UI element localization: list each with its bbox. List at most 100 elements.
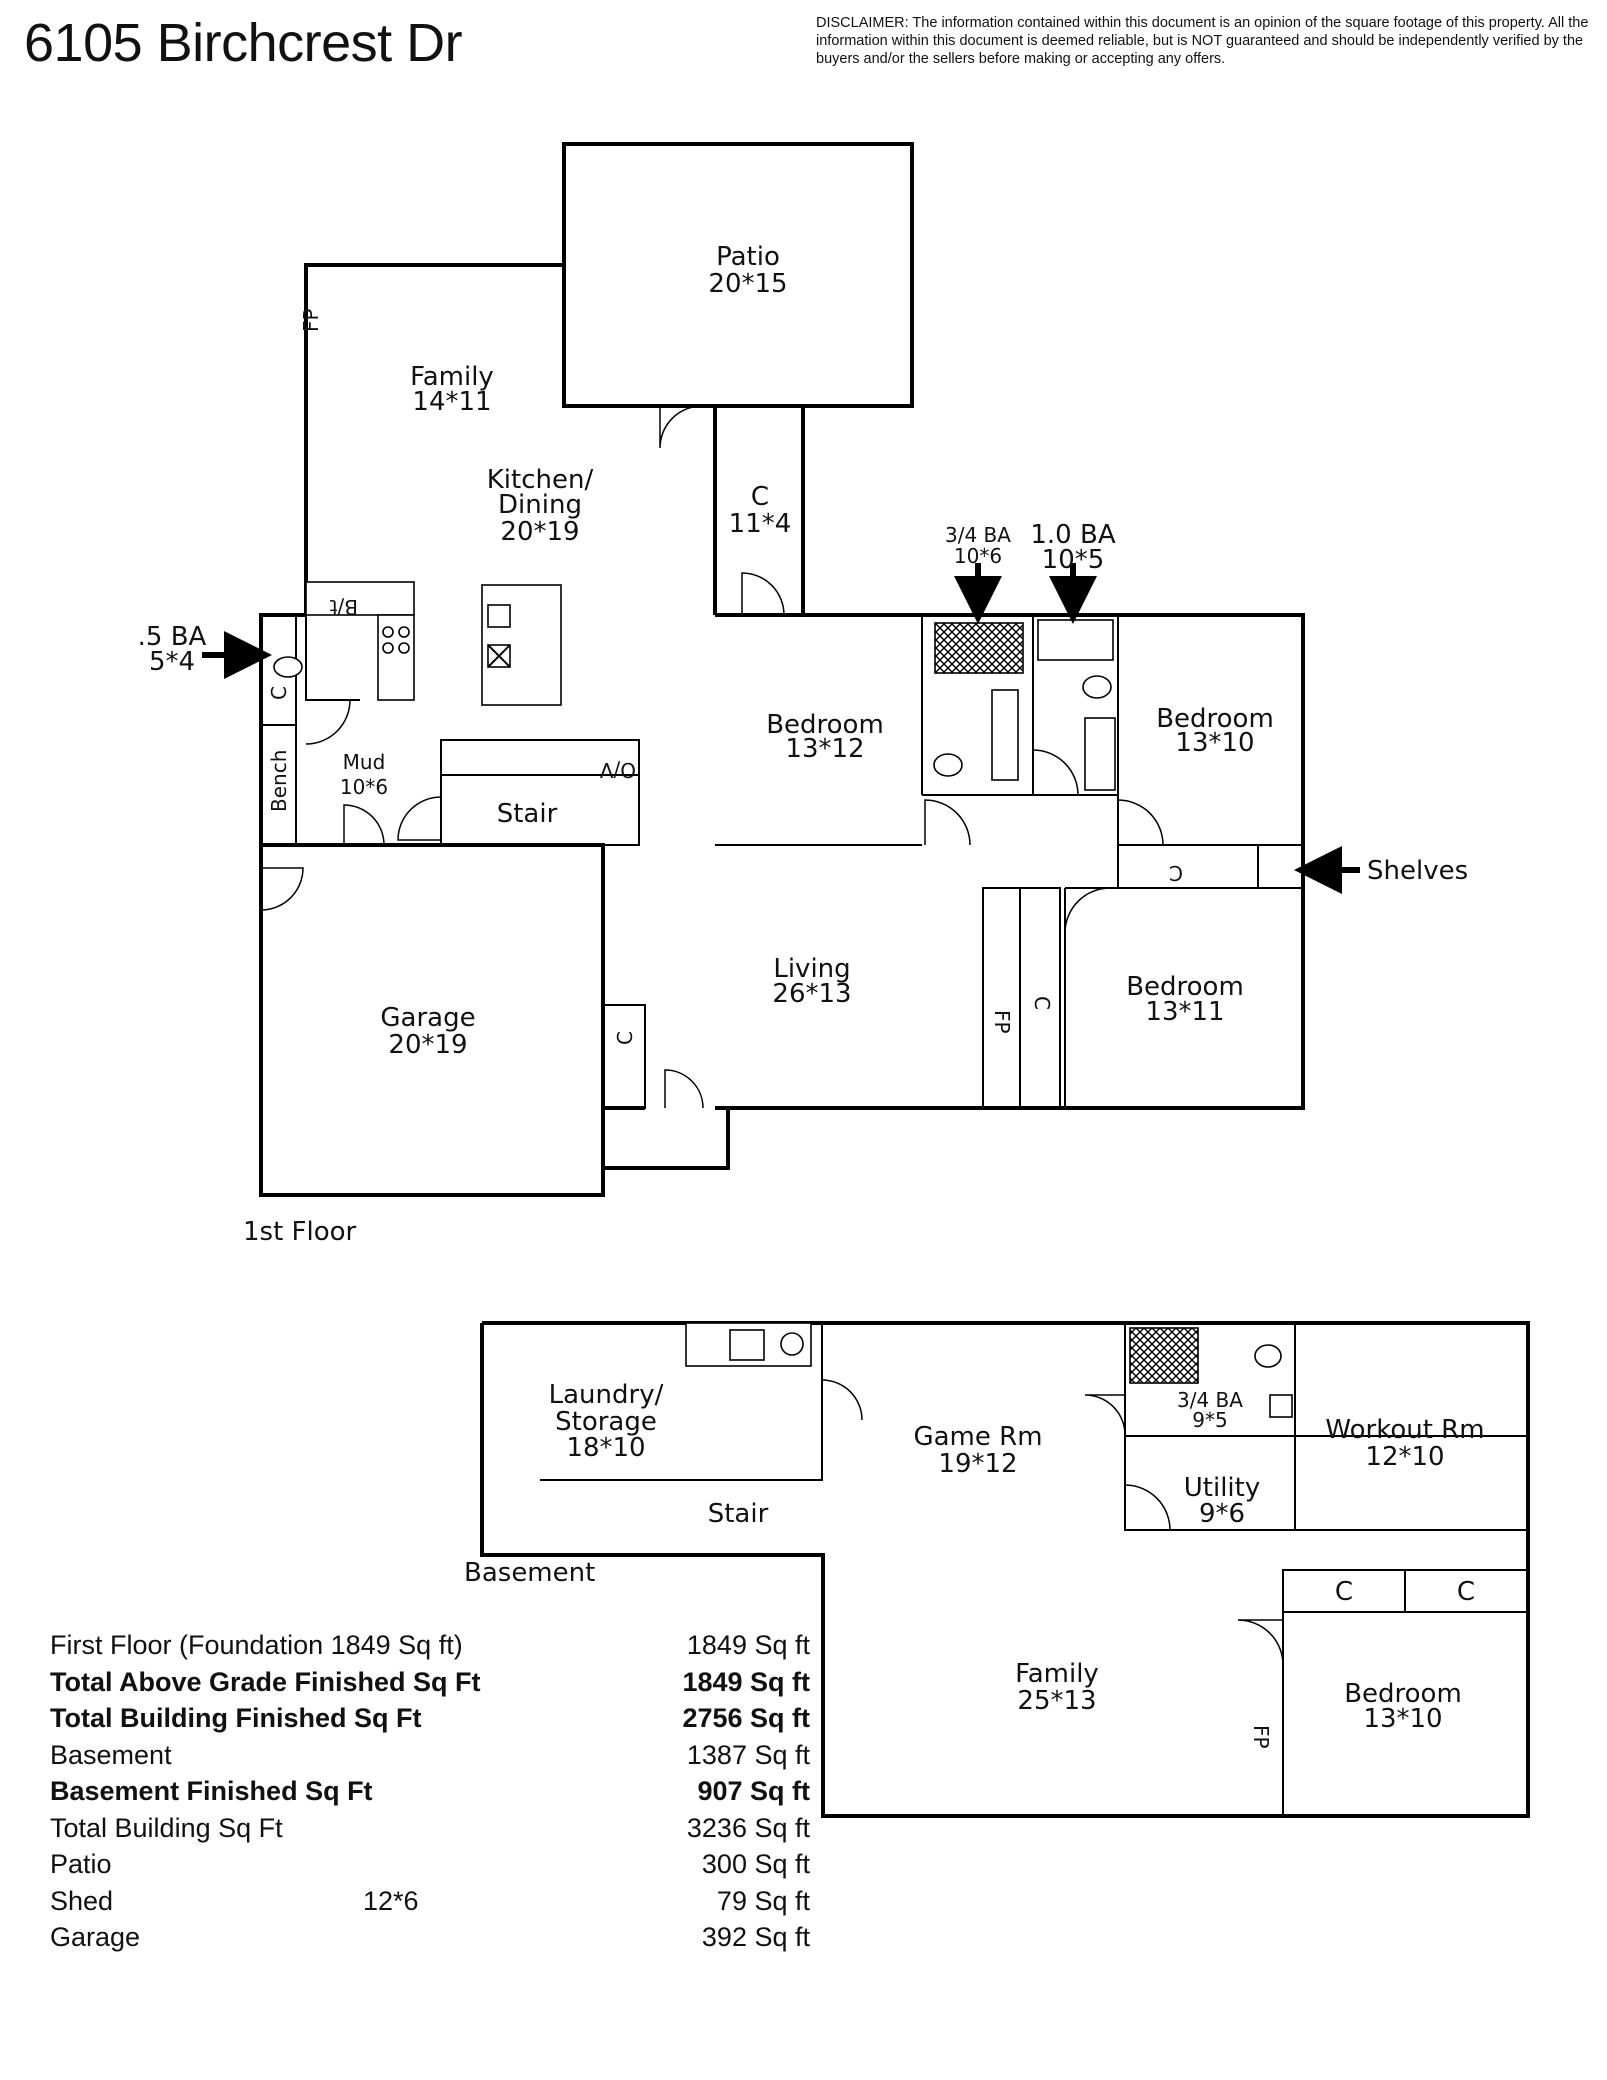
summary-value: 300 Sq ft bbox=[701, 1849, 810, 1879]
summary-row: Basement 1387 Sq ft bbox=[50, 1740, 810, 1777]
basement-fp-label: FP bbox=[1249, 1725, 1273, 1749]
ba10-name: 1.0 BA bbox=[1030, 520, 1115, 550]
bit-label: B/t bbox=[330, 595, 358, 619]
patio-dims: 20*15 bbox=[708, 269, 787, 299]
basement-c-label-1: C bbox=[1335, 1577, 1353, 1607]
fp-closet-block bbox=[982, 887, 1061, 1109]
basement-sink bbox=[1269, 1394, 1293, 1418]
ba10-vanity bbox=[1084, 717, 1116, 791]
summary-value: 1387 Sq ft bbox=[686, 1739, 810, 1770]
ba10-dims: 10*5 bbox=[1042, 545, 1105, 575]
summary-row: First Floor (Foundation 1849 Sq ft) 1849… bbox=[50, 1630, 810, 1667]
half-bath-name: .5 BA bbox=[138, 622, 207, 652]
bedroom1-name: Bedroom bbox=[766, 710, 884, 740]
shower-tile bbox=[934, 622, 1024, 674]
summary-row: Total Building Sq Ft 3236 Sq ft bbox=[50, 1813, 810, 1850]
hall-closet bbox=[1117, 844, 1304, 889]
utility-dims: 9*6 bbox=[1199, 1499, 1245, 1529]
square-footage-summary: First Floor (Foundation 1849 Sq ft) 1849… bbox=[50, 1630, 810, 1959]
basement-ba-name: 3/4 BA bbox=[1177, 1388, 1243, 1412]
bedroom2-door bbox=[1117, 799, 1164, 846]
island-sink bbox=[487, 604, 511, 628]
closet-door bbox=[741, 572, 785, 616]
summary-label: First Floor (Foundation 1849 Sq ft) bbox=[50, 1630, 463, 1660]
living-dims: 26*13 bbox=[772, 979, 851, 1009]
kitchen-counter-top bbox=[305, 581, 415, 616]
summary-value: 907 Sq ft bbox=[697, 1776, 810, 1806]
half-bath-dims: 5*4 bbox=[149, 647, 195, 677]
bedroom3-name: Bedroom bbox=[1126, 972, 1244, 1002]
kitchen-dims: 20*19 bbox=[500, 517, 579, 547]
basement-c-label-2: C bbox=[1457, 1577, 1475, 1607]
summary-value: 79 Sq ft bbox=[716, 1885, 810, 1916]
summary-value: 392 Sq ft bbox=[701, 1922, 810, 1952]
summary-value: 1849 Sq ft bbox=[682, 1666, 810, 1697]
mud-dims: 10*6 bbox=[340, 775, 388, 799]
utility-name: Utility bbox=[1184, 1473, 1260, 1503]
bedroom2-dims: 13*10 bbox=[1175, 728, 1254, 758]
laundry-dims: 18*10 bbox=[566, 1433, 645, 1463]
basement-bedroom-dims: 13*10 bbox=[1363, 1704, 1442, 1734]
ba10-door bbox=[1032, 749, 1079, 796]
kitchen-name: Kitchen/ bbox=[487, 465, 594, 495]
stair-box bbox=[440, 739, 640, 846]
summary-label: Total Building Sq Ft bbox=[50, 1812, 283, 1843]
summary-row: Patio 300 Sq ft bbox=[50, 1849, 810, 1886]
kitchen-counter-side bbox=[377, 614, 415, 701]
garage-dims: 20*19 bbox=[388, 1030, 467, 1060]
garage-name: Garage bbox=[380, 1003, 475, 1033]
summary-value: 1849 Sq ft bbox=[686, 1630, 810, 1660]
shelves-label: Shelves bbox=[1367, 856, 1468, 886]
summary-extra: 12*6 bbox=[363, 1885, 419, 1916]
closet-name: C bbox=[751, 482, 769, 512]
basement-bath-door bbox=[1084, 1394, 1126, 1436]
c-label-entry: C bbox=[613, 1031, 637, 1045]
half-bath-door bbox=[305, 699, 351, 745]
mud-door bbox=[397, 796, 442, 841]
laundry-sink bbox=[729, 1329, 765, 1361]
patio-name: Patio bbox=[716, 242, 780, 272]
summary-label: Garage bbox=[50, 1922, 141, 1952]
kitchen-name2: Dining bbox=[498, 490, 582, 520]
first-floor-plan: Patio 20*15 Family 14*11 Kitchen/ Dining… bbox=[138, 142, 1468, 1247]
patio-outline bbox=[562, 142, 914, 408]
summary-label: Total Above Grade Finished Sq Ft bbox=[50, 1666, 481, 1697]
ba34-toilet bbox=[933, 753, 963, 777]
workout-dims: 12*10 bbox=[1365, 1442, 1444, 1472]
bedroom-wing-wall bbox=[715, 613, 1305, 1110]
entry-porch bbox=[601, 1108, 730, 1170]
c-label-living: C bbox=[1030, 996, 1054, 1010]
basement-family-dims: 25*13 bbox=[1017, 1686, 1096, 1716]
basement-stair-name: Stair bbox=[708, 1499, 769, 1529]
half-bath-toilet bbox=[273, 656, 303, 678]
basement-family-name: Family bbox=[1015, 1659, 1099, 1689]
c-label-hall: C bbox=[1169, 861, 1183, 885]
bathtub bbox=[1037, 619, 1114, 661]
stair-name: Stair bbox=[497, 799, 558, 829]
family-wall bbox=[304, 263, 564, 615]
living-west-wall bbox=[601, 845, 645, 1110]
bedroom3-door bbox=[1064, 887, 1111, 934]
game-dims: 19*12 bbox=[938, 1449, 1017, 1479]
bedroom1-dims: 13*12 bbox=[785, 734, 864, 764]
basement-toilet bbox=[1254, 1344, 1282, 1368]
bedroom2-name: Bedroom bbox=[1156, 704, 1274, 734]
mud-name: Mud bbox=[343, 750, 386, 774]
basement-label: Basement bbox=[464, 1558, 595, 1588]
garage-outline bbox=[259, 843, 605, 1197]
disclaimer-text: DISCLAIMER: The information contained wi… bbox=[816, 15, 1589, 67]
fp-label-living: FP bbox=[990, 1010, 1014, 1034]
ba34-dims: 10*6 bbox=[954, 544, 1002, 568]
basement-bedroom-door bbox=[1237, 1619, 1284, 1666]
half-bath-partition bbox=[305, 615, 360, 701]
workout-name: Workout Rm bbox=[1325, 1415, 1484, 1445]
basement-outline bbox=[480, 1321, 1530, 1818]
ov-label: O/V bbox=[600, 758, 636, 782]
laundry-name2: Storage bbox=[555, 1407, 657, 1437]
ba34-vanity bbox=[991, 689, 1019, 781]
summary-row: Shed 12*6 79 Sq ft bbox=[50, 1886, 810, 1923]
living-name: Living bbox=[773, 954, 850, 984]
c-label-mud: C bbox=[267, 686, 291, 700]
summary-label: Basement bbox=[50, 1739, 172, 1770]
summary-value: 2756 Sq ft bbox=[682, 1703, 810, 1733]
